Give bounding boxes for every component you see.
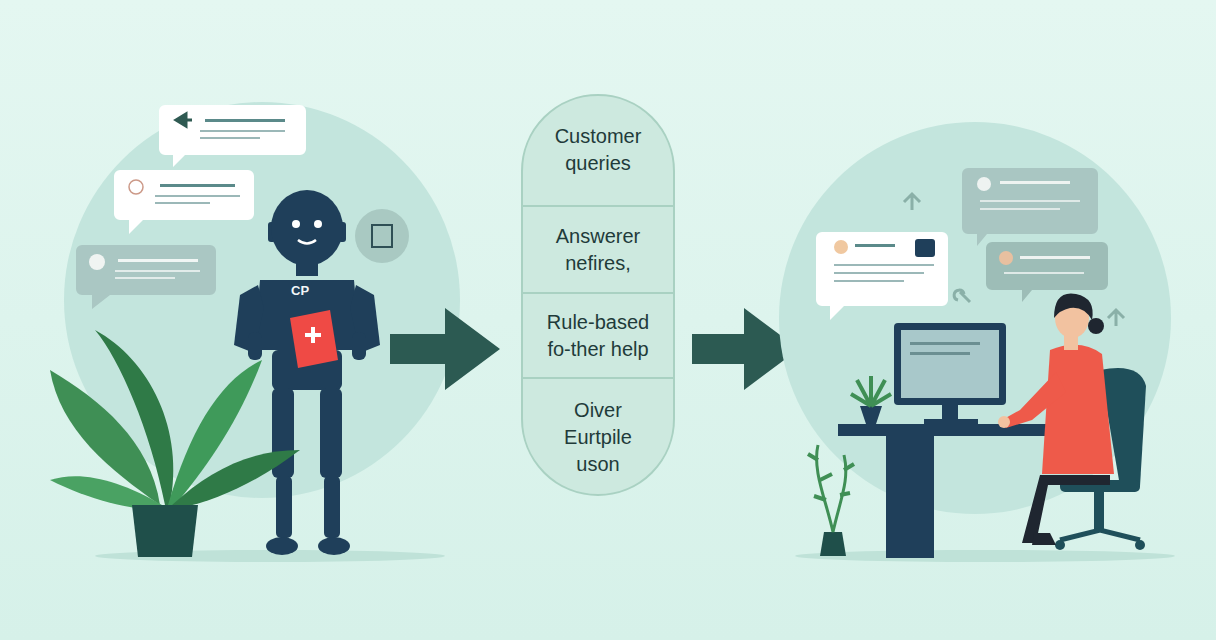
ground-shadow <box>795 550 1175 562</box>
person <box>998 294 1146 551</box>
band-label: Answerer nefires, <box>538 223 658 277</box>
pill-band: Oiver Eurtpile uson <box>522 377 674 495</box>
flow-arrow <box>390 308 500 390</box>
speech-bubbles <box>816 168 1124 326</box>
potted-plant <box>50 330 300 557</box>
pill-band: Customer queries <box>522 95 674 205</box>
pill-band: Answerer nefires, <box>522 205 674 292</box>
speech-bubbles <box>76 105 409 309</box>
band-label: Customer queries <box>533 123 663 177</box>
band-label: Rule-based fo-ther help <box>538 309 658 363</box>
chest-label: CP <box>291 283 309 298</box>
backdrop-circle <box>779 122 1171 514</box>
band-label: Oiver Eurtpile uson <box>543 397 653 478</box>
pill-outline <box>522 95 674 495</box>
pill-band: Rule-based fo-ther help <box>522 292 674 377</box>
